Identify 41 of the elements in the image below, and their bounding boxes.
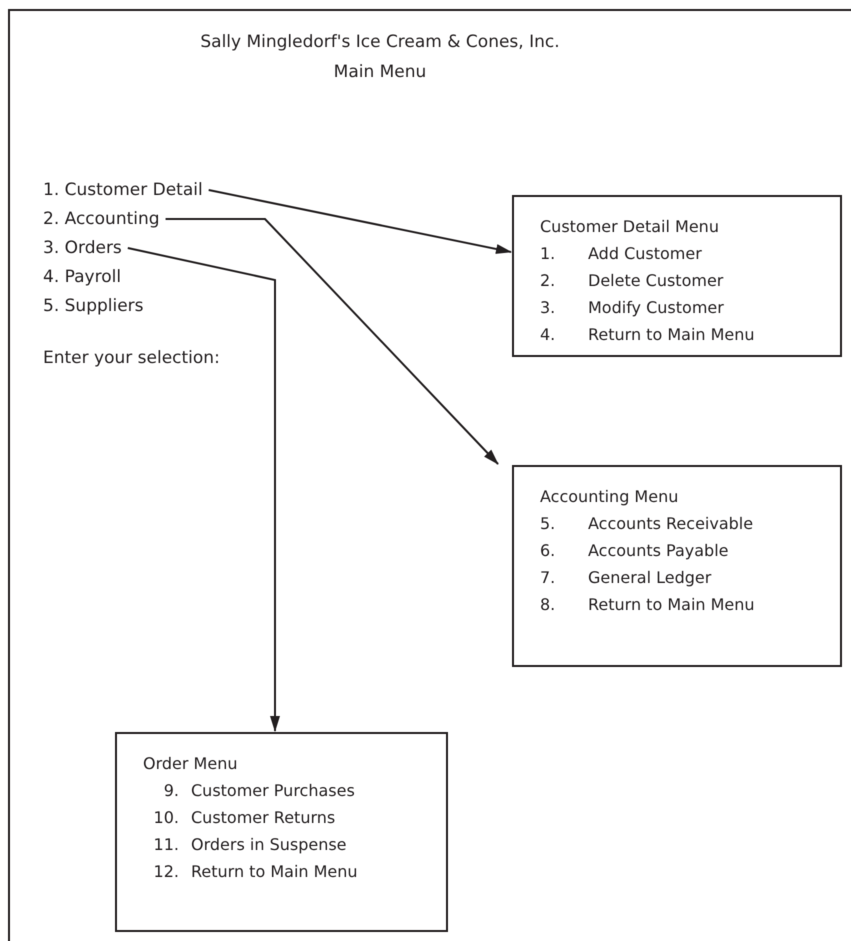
menu-heading: Customer Detail Menu [540,216,720,238]
arrow [166,218,499,465]
menu-option: 2. Accounting [43,209,160,229]
screen-subtitle: Main Menu [332,62,428,82]
menu-option: Customer Returns [191,804,436,831]
item-number: 2. [540,270,556,292]
screen-title: Sally Mingledorf's Ice Cream & Cones, Inc. [199,32,561,52]
submenu-box [512,465,842,667]
selection-prompt: Enter your selection: [43,348,220,368]
menu-option: 5. Suppliers [43,296,144,316]
item-number: 10. [152,807,180,829]
menu-heading: Order Menu [143,753,238,775]
submenu-box [115,732,448,932]
menu-option: Add Customer [588,240,830,267]
item-number: 9. [162,780,180,802]
menu-option: Delete Customer [588,267,830,294]
item-number: 1. [540,243,556,265]
menu-heading: Accounting Menu [540,486,680,508]
item-number: 11. [152,834,180,856]
menu-option: Return to Main Menu [588,321,830,348]
item-number: 8. [540,594,556,616]
menu-option: Accounts Receivable [588,510,830,537]
item-number: 7. [540,567,556,589]
menu-option: Return to Main Menu [588,591,830,618]
menu-option: 4. Payroll [43,267,122,287]
item-number: 4. [540,324,556,346]
menu-option: 3. Orders [43,238,122,258]
menu-option: Return to Main Menu [191,858,436,885]
arrow [128,247,280,732]
item-number: 6. [540,540,556,562]
arrow [208,189,512,254]
menu-option: General Ledger [588,564,830,591]
menu-option: Modify Customer [588,294,830,321]
menu-option: Orders in Suspense [191,831,436,858]
item-number: 12. [152,861,180,883]
item-number: 3. [540,297,556,319]
submenu-box [512,195,842,357]
menu-option: Accounts Payable [588,537,830,564]
item-number: 5. [540,513,556,535]
menu-option: Customer Purchases [191,777,436,804]
menu-option: 1. Customer Detail [43,180,203,200]
